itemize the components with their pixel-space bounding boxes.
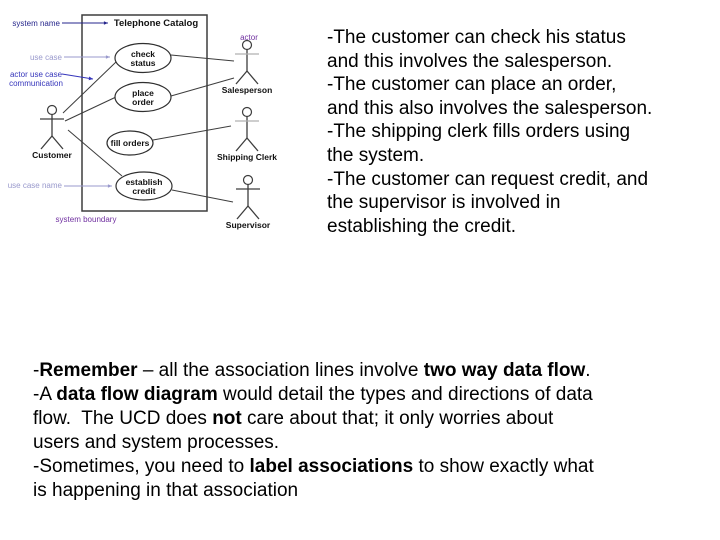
bold-text-segment: not — [212, 408, 242, 429]
text-line: -The customer can check his status — [327, 27, 626, 48]
text-segment: care about that; it only worries about — [241, 408, 554, 429]
actor-head — [242, 174, 254, 186]
text-segment: – all the association lines involve — [137, 360, 424, 381]
annotation-arrowhead — [103, 21, 108, 25]
system-title: Telephone Catalog — [114, 18, 198, 29]
annotation-use-case-name: use case name — [8, 181, 63, 190]
bold-text-segment: two way data flow — [423, 360, 586, 381]
association-line — [170, 77, 235, 97]
actor-customer — [40, 104, 64, 150]
actor-leg-right — [247, 205, 260, 220]
text-line: and this also involves the salesperson. — [327, 97, 653, 119]
actor-leg-left — [40, 135, 53, 150]
use-case-label-establish-credit: establish — [126, 177, 163, 187]
notes-text: -Remember – all the association lines in… — [33, 359, 703, 503]
text-line: -A data flow diagram would detail the ty… — [33, 383, 703, 407]
text-line: -The customer can request credit, and — [327, 168, 649, 190]
association-line — [64, 96, 117, 122]
actor-head — [46, 104, 58, 116]
actor-supervisor — [236, 174, 260, 220]
text-line: flow. The UCD does not care about that; … — [33, 407, 703, 431]
actor-leg-left — [236, 205, 249, 220]
actor-label-customer: Customer — [32, 150, 72, 160]
actor-leg-right — [246, 70, 259, 85]
text-segment: -A — [33, 384, 57, 405]
annotation-arrowhead — [107, 184, 112, 188]
annotation-arrow-line — [61, 73, 94, 80]
annotation-arrowhead — [88, 76, 93, 81]
use-case-label-establish-credit: credit — [132, 186, 155, 196]
annotation-system-boundary: system boundary — [56, 215, 117, 224]
use-case-label-check-status: status — [130, 58, 155, 68]
actor-leg-right — [51, 135, 64, 150]
text-segment: users and system processes. — [33, 432, 280, 453]
tspan: actor use case — [10, 70, 63, 79]
association-line — [67, 129, 123, 177]
annotation-arrowhead — [105, 55, 110, 59]
text-line: users and system processes. — [33, 431, 703, 455]
text-segment: - — [33, 360, 40, 381]
use-case-label-check-status: check — [131, 49, 155, 59]
text-line: -Sometimes, you need to label associatio… — [33, 455, 703, 479]
use-case-establish-credit — [115, 171, 173, 201]
text-line: the supervisor is involved in — [327, 192, 561, 214]
text-line: the system. — [327, 144, 425, 166]
actor-label-salesperson: Salesperson — [222, 85, 273, 95]
actor-label-shipping-clerk: Shipping Clerk — [217, 152, 277, 162]
use-case-place-order — [114, 81, 172, 113]
text-line: establishing the credit. — [327, 215, 517, 237]
bold-text-segment: data flow diagram — [56, 384, 218, 405]
text-line: -Remember – all the association lines in… — [33, 359, 703, 383]
text-segment: . — [585, 360, 591, 381]
tspan: communication — [9, 79, 63, 88]
association-line — [171, 189, 234, 203]
actor-salesperson — [235, 39, 259, 85]
association-line — [170, 54, 235, 62]
actor-leg-left — [235, 137, 248, 152]
text-segment: to show exactly what — [413, 456, 594, 477]
text-segment: would detail the types and directions of… — [217, 384, 593, 405]
text-segment: flow. The UCD does — [33, 408, 213, 429]
association-line — [152, 125, 232, 141]
text-segment: is happening in that association — [33, 480, 299, 501]
use-case-label-place-order: place — [132, 88, 154, 98]
text-line: -The customer can place an order, — [327, 74, 617, 96]
annotation-system-name: system name — [12, 19, 60, 28]
text-line: -The shipping clerk fills orders using — [327, 121, 631, 143]
use-case-label-place-order: order — [132, 97, 154, 107]
bold-text-segment: label associations — [249, 456, 414, 477]
use-case-fill-orders — [106, 130, 154, 156]
actor-leg-left — [235, 70, 248, 85]
actor-shipping-clerk — [235, 106, 259, 152]
actor-head — [241, 106, 253, 118]
annotation-actor: actor — [240, 33, 258, 42]
bold-text-segment: Remember — [39, 360, 138, 381]
actor-label-supervisor: Supervisor — [226, 220, 271, 230]
text-line: is happening in that association — [33, 479, 703, 503]
text-segment: -Sometimes, you need to — [33, 456, 250, 477]
use-case-check-status — [114, 42, 172, 74]
annotation-use-case: use case — [30, 53, 63, 62]
text-line: and this involves the salesperson. — [327, 50, 613, 72]
actor-leg-right — [246, 137, 259, 152]
use-case-label-fill-orders: fill orders — [111, 138, 150, 148]
association-line — [62, 61, 117, 114]
